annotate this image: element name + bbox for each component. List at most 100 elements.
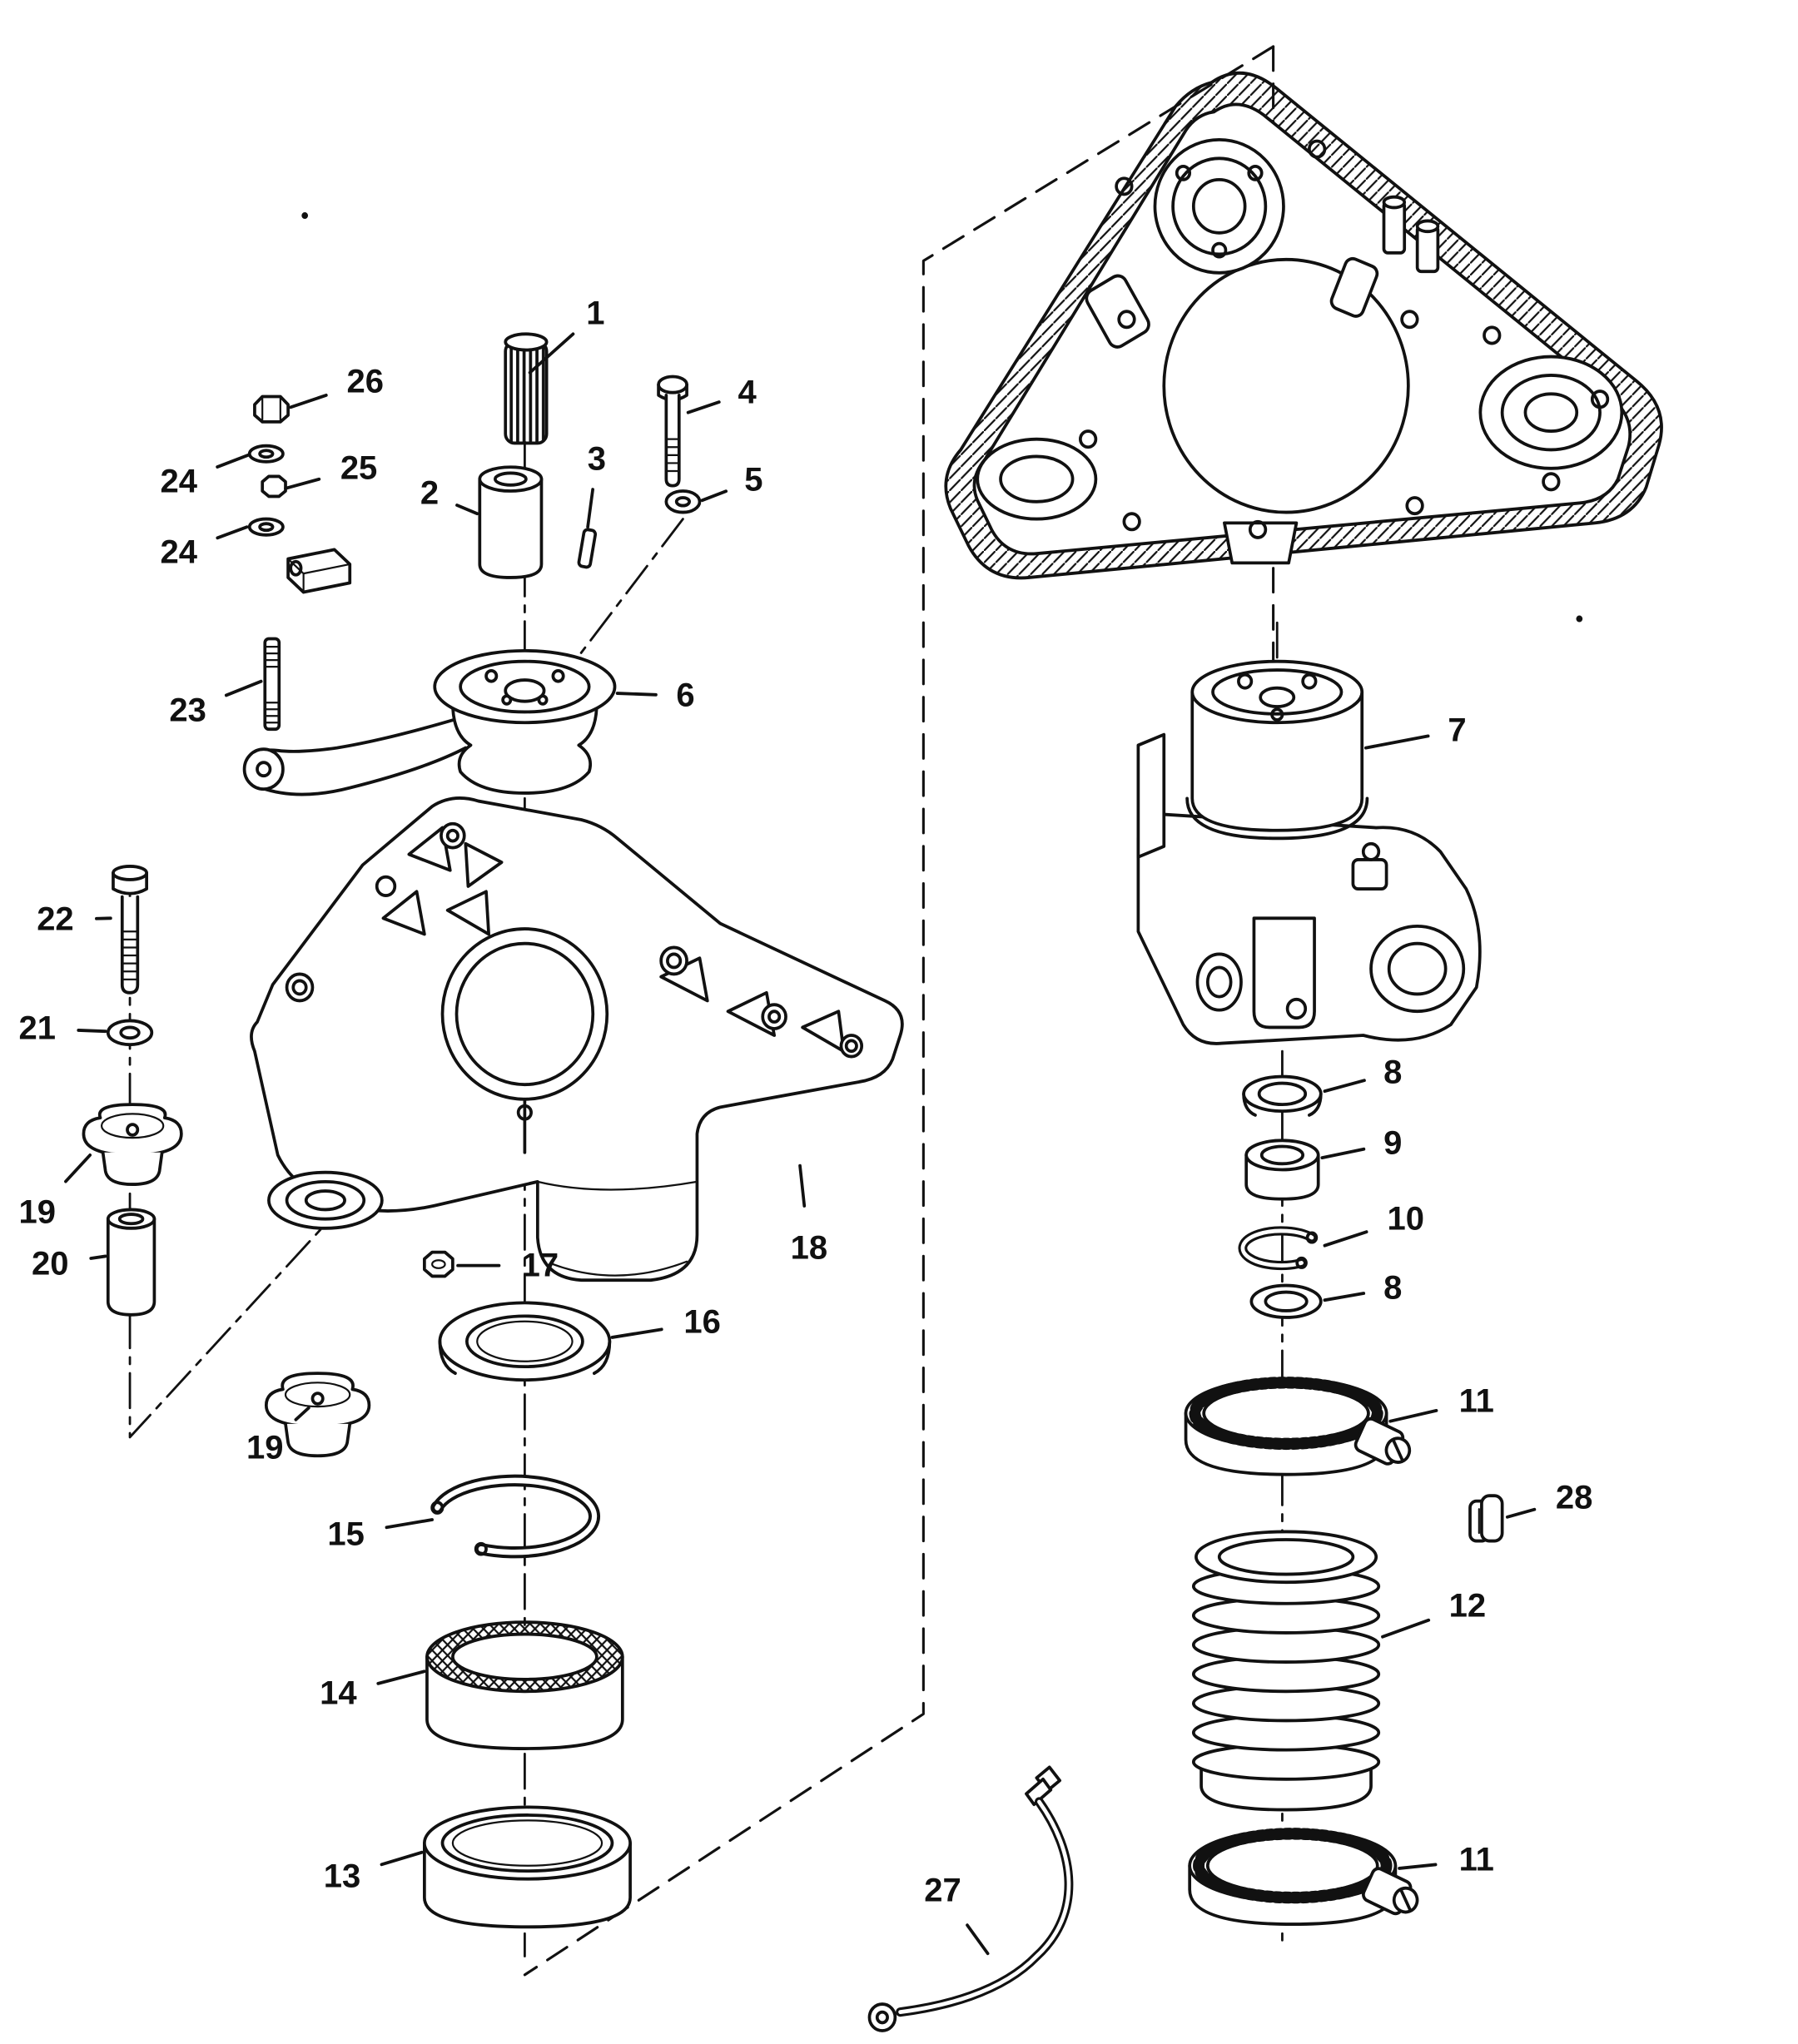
drawing-part-4-bolt bbox=[657, 375, 688, 488]
callout-19: 19 bbox=[18, 1193, 57, 1231]
drawing-part-27-ground-wire bbox=[867, 1765, 1074, 2032]
callout-22: 22 bbox=[37, 900, 74, 938]
drawing-part-23-stud bbox=[263, 637, 281, 732]
drawing-part-5-washer bbox=[664, 489, 702, 514]
drawing-part-12-bellows bbox=[1191, 1530, 1381, 1812]
callout-leader bbox=[77, 1028, 107, 1034]
callout-leader bbox=[294, 1406, 310, 1421]
callout-24: 24 bbox=[160, 463, 198, 500]
callout-leader bbox=[615, 692, 658, 697]
callout-5: 5 bbox=[744, 461, 763, 499]
drawing-part-24-washer-upper bbox=[247, 444, 285, 464]
callout-leader bbox=[610, 1327, 663, 1339]
callout-leader bbox=[798, 1163, 807, 1208]
callout-leader bbox=[966, 1923, 990, 1956]
callout-3: 3 bbox=[587, 440, 607, 478]
callout-21: 21 bbox=[18, 1010, 57, 1047]
drawing-transom-plate bbox=[944, 71, 1663, 580]
drawing-part-10-snap-ring bbox=[1238, 1226, 1319, 1271]
callout-11: 11 bbox=[1458, 1841, 1494, 1878]
drawing-part-16-seal-ring bbox=[438, 1301, 612, 1382]
callout-leader bbox=[1398, 1863, 1438, 1870]
callout-leader bbox=[1323, 1292, 1366, 1302]
drawing-part-6-steering-arm bbox=[242, 648, 617, 796]
callout-leader bbox=[89, 1254, 107, 1260]
print-speck bbox=[1576, 615, 1583, 623]
callout-26: 26 bbox=[346, 363, 385, 400]
drawing-part-19-cap-left bbox=[82, 1103, 183, 1186]
callout-leader bbox=[1364, 734, 1430, 750]
drawing-part-2-bushing bbox=[478, 465, 544, 579]
drawing-part-24-washer-lower bbox=[247, 517, 285, 537]
callout-8: 8 bbox=[1383, 1054, 1403, 1091]
drawing-part-11-hose-clamp-lower bbox=[1188, 1828, 1419, 1927]
callout-14: 14 bbox=[320, 1674, 357, 1712]
drawing-part-17-nut bbox=[423, 1250, 454, 1278]
callout-leader bbox=[1323, 1230, 1368, 1248]
drawing-part-11-hose-clamp-upper bbox=[1184, 1377, 1412, 1476]
callout-7: 7 bbox=[1448, 712, 1467, 749]
callout-23: 23 bbox=[169, 692, 206, 729]
drawing-part-28-clip bbox=[1468, 1494, 1504, 1543]
callout-20: 20 bbox=[32, 1245, 69, 1282]
callout-6: 6 bbox=[676, 677, 695, 714]
callout-4: 4 bbox=[738, 374, 757, 411]
callout-2: 2 bbox=[420, 474, 440, 512]
callout-leader bbox=[700, 489, 728, 503]
callout-leader bbox=[455, 504, 479, 516]
callout-18: 18 bbox=[790, 1229, 828, 1267]
drawing-part-13-band bbox=[423, 1805, 632, 1929]
callout-19: 19 bbox=[246, 1429, 284, 1466]
callout-leader bbox=[1388, 1408, 1438, 1423]
callout-leader bbox=[216, 453, 251, 469]
callout-leader bbox=[224, 679, 263, 697]
drawing-part-3-dowel bbox=[577, 528, 598, 569]
drawing-part-22-bolt bbox=[112, 865, 148, 995]
drawing-part-8-seal-lower bbox=[1249, 1283, 1323, 1319]
callout-13: 13 bbox=[323, 1858, 361, 1895]
callout-leader bbox=[64, 1153, 92, 1183]
drawing-part-9-bushing bbox=[1244, 1139, 1320, 1201]
callout-27: 27 bbox=[924, 1872, 961, 1909]
drawing-part-15-snap-ring bbox=[430, 1474, 601, 1559]
drawing-part-25-locknut bbox=[261, 474, 287, 499]
callout-9: 9 bbox=[1383, 1124, 1403, 1161]
drawing-part-26-nut bbox=[253, 394, 290, 424]
callout-10: 10 bbox=[1387, 1200, 1425, 1238]
callout-leader bbox=[1323, 1079, 1366, 1094]
callout-12: 12 bbox=[1448, 1587, 1487, 1625]
drawing-part-1-pin bbox=[504, 332, 549, 445]
drawing-link-block bbox=[286, 548, 352, 594]
drawing-part-7-swivel-housing bbox=[1136, 659, 1482, 1045]
dashed-boundary-lines bbox=[523, 45, 1275, 1977]
drawing-part-21-washer bbox=[106, 1019, 154, 1047]
callout-leader bbox=[385, 1518, 434, 1530]
callout-28: 28 bbox=[1555, 1479, 1593, 1516]
callout-leader bbox=[289, 393, 328, 409]
callout-1: 1 bbox=[586, 295, 605, 332]
callout-leader bbox=[1320, 1147, 1366, 1160]
print-speck bbox=[301, 212, 309, 220]
callout-leader bbox=[380, 1850, 424, 1867]
callout-11: 11 bbox=[1458, 1382, 1494, 1420]
callout-leader-lines bbox=[64, 332, 1537, 1956]
callout-leader bbox=[586, 488, 594, 529]
drawing-part-19-cap-center bbox=[264, 1372, 371, 1458]
callout-15: 15 bbox=[327, 1516, 365, 1553]
callout-leader bbox=[686, 400, 721, 414]
callout-24: 24 bbox=[160, 533, 198, 571]
callout-leader bbox=[1381, 1618, 1431, 1639]
drawing-part-20-sleeve bbox=[106, 1208, 156, 1317]
drawing-part-8-seal-upper bbox=[1242, 1074, 1323, 1117]
callout-leader bbox=[284, 477, 321, 490]
callout-leader bbox=[1505, 1507, 1537, 1519]
callout-25: 25 bbox=[340, 449, 378, 487]
drawing-part-18-gimbal-housing bbox=[250, 796, 904, 1282]
drawing-part-14-mesh-band bbox=[425, 1620, 624, 1750]
callout-leader bbox=[376, 1669, 426, 1685]
callout-16: 16 bbox=[683, 1303, 721, 1341]
callout-leader bbox=[216, 525, 249, 540]
callout-leader bbox=[528, 332, 575, 375]
